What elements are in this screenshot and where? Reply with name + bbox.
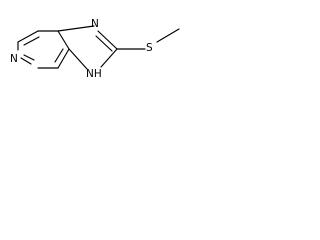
bond-imidazole-c-nh	[100, 48, 118, 68]
bond-ring-top-left-inner	[23, 36, 40, 46]
bond-imidazole-nh-ring	[68, 48, 88, 70]
bond-ring-right-inner	[54, 48, 64, 63]
sulfur-label: S	[146, 42, 153, 54]
nh-group-label: NH	[86, 68, 102, 80]
bond-s-methyl	[156, 28, 180, 43]
bond-imidazole-top	[57, 25, 95, 32]
bonds-layer	[17, 25, 180, 70]
bond-imidazole-c-n-inner	[95, 35, 113, 52]
bond-ring-left-lower	[20, 57, 32, 65]
atom-labels: N N NH S	[10, 18, 153, 80]
bond-ring-right-upper	[57, 30, 70, 50]
imidazole-nitrogen-label: N	[91, 18, 99, 30]
pyridine-nitrogen-label: N	[10, 53, 18, 65]
bond-imidazole-c-n	[97, 30, 118, 50]
bond-ring-right-lower	[57, 48, 70, 69]
bond-ring-top-left	[17, 30, 39, 43]
chemical-structure-diagram: N N NH S	[10, 18, 180, 80]
bond-ring-left-lower-inner	[23, 54, 35, 61]
